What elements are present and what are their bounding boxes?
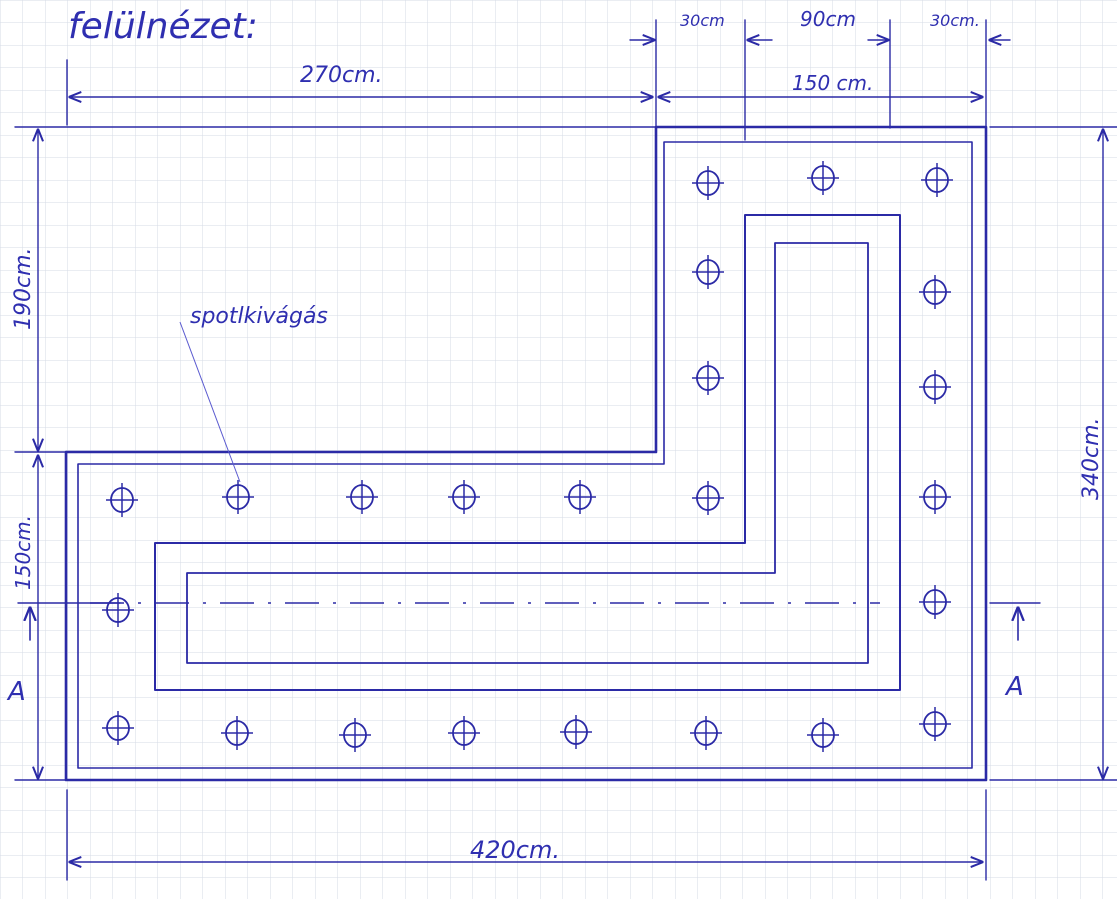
- spotlight-icon: [560, 715, 592, 749]
- dim-seg-mid: 90cm: [800, 7, 856, 31]
- spotlight-icon: [448, 480, 480, 514]
- dimension-labels: 270cm. 150 cm. 30cm 90cm 30cm. 190cm. 15…: [11, 7, 1104, 864]
- spot-cutout-note: spotlkivágás: [190, 304, 328, 329]
- spotlight-icon: [690, 716, 722, 750]
- spotlight-icon: [102, 593, 134, 627]
- dim-left-lower: 150cm.: [11, 515, 35, 590]
- spotlight-icon: [919, 370, 951, 404]
- outer-outline: [64, 125, 988, 782]
- spotlight-icon: [919, 480, 951, 514]
- spotlight-icon: [692, 361, 724, 395]
- page-title: felülnézet:: [68, 6, 258, 47]
- section-arrows: [30, 608, 1018, 641]
- spotlight-icon: [807, 161, 839, 195]
- dim-top-right: 150 cm.: [792, 71, 873, 95]
- spotlight-icon: [807, 718, 839, 752]
- dim-seg-left: 30cm: [680, 11, 725, 30]
- spotlight-icon: [102, 711, 134, 745]
- dim-right-height: 340cm.: [1079, 417, 1104, 500]
- spotlight-icon: [692, 481, 724, 515]
- spotlight-cutouts: [102, 161, 953, 752]
- dim-seg-right: 30cm.: [930, 11, 980, 30]
- spotlight-icon: [564, 480, 596, 514]
- dim-top-left: 270cm.: [300, 63, 383, 88]
- section-label-right: A: [1004, 672, 1024, 702]
- spotlight-icon: [919, 585, 951, 619]
- dim-bottom: 420cm.: [470, 836, 560, 864]
- annotation-leader: [179, 321, 241, 483]
- spotlight-icon: [339, 718, 371, 752]
- spotlight-icon: [222, 480, 254, 514]
- inner-recess-outline: [186, 242, 869, 664]
- inner-border: [77, 141, 973, 769]
- spotlight-strip-outline: [154, 214, 901, 691]
- spotlight-icon: [921, 163, 953, 197]
- spotlight-icon: [692, 255, 724, 289]
- spotlight-icon: [106, 483, 138, 517]
- dim-left-upper: 190cm.: [11, 247, 36, 330]
- spotlight-icon: [448, 716, 480, 750]
- spotlight-icon: [346, 480, 378, 514]
- dimension-lines: [14, 19, 1117, 881]
- spotlight-icon: [692, 166, 724, 200]
- spotlight-icon: [221, 716, 253, 750]
- section-label-left: A: [6, 677, 26, 707]
- spotlight-icon: [919, 707, 951, 741]
- spotlight-icon: [919, 275, 951, 309]
